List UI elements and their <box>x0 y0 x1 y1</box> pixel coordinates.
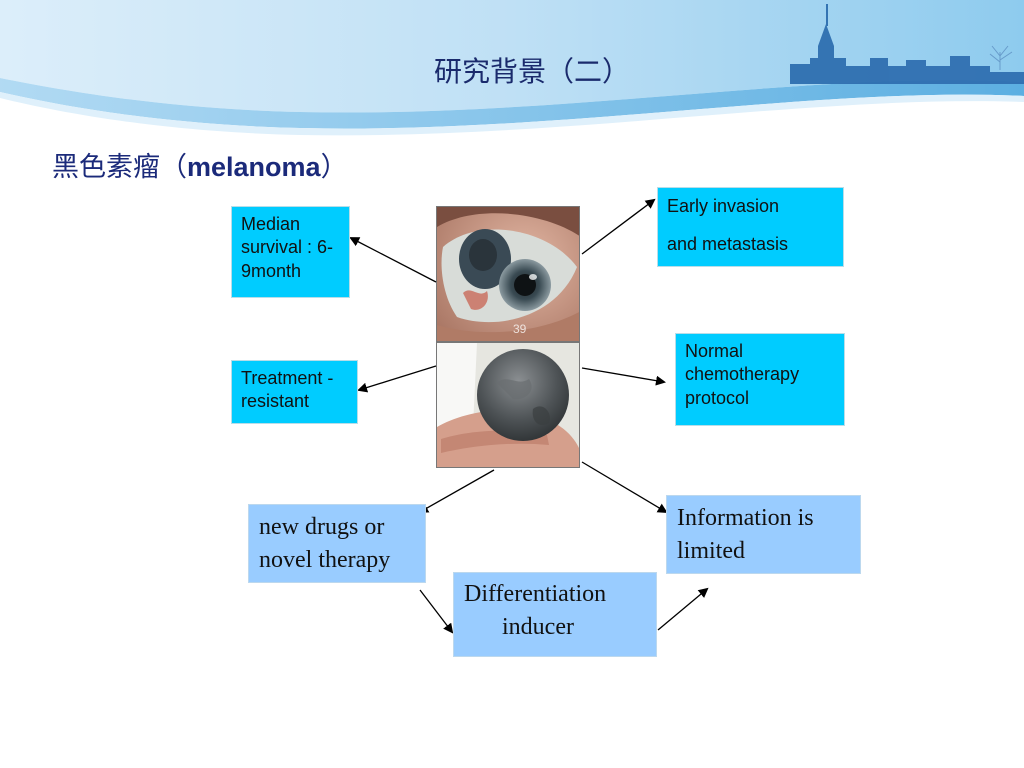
header-band <box>0 0 1024 136</box>
differentiation-line2: inducer <box>502 614 574 641</box>
eye-image: 39 <box>437 207 579 341</box>
arrow-to-differentiation <box>419 589 454 634</box>
tree-icon <box>989 45 1013 70</box>
treatment-resistant-box: Treatment -resistant <box>231 360 358 424</box>
arrow-to-early-invasion <box>581 198 656 255</box>
subtitle-en: melanoma <box>187 152 321 182</box>
tumor-image <box>437 343 579 467</box>
subtitle-cn: 黑色素瘤（ <box>52 152 187 183</box>
arrow-to-new-drugs <box>418 469 495 513</box>
information-limited-box: Information is limited <box>666 495 861 574</box>
early-invasion-line2: and metastasis <box>667 233 789 254</box>
median-survival-box: Median survival : 6-9month <box>231 206 350 298</box>
arrow-to-median-survival <box>349 237 437 283</box>
arrow-to-normal-chemo <box>581 367 666 386</box>
subtitle-close: ） <box>320 152 348 183</box>
new-drugs-text: new drugs or novel therapy <box>259 514 391 574</box>
arrow-from-differentiation <box>657 587 709 631</box>
early-invasion-box: Early invasion and metastasis <box>657 187 844 267</box>
eye-photo: 39 <box>436 206 580 342</box>
early-invasion-line1: Early invasion <box>667 196 780 216</box>
town-silhouette <box>790 4 1024 84</box>
slide-subtitle: 黑色素瘤（melanoma） <box>52 145 348 184</box>
normal-chemo-text: Normal chemotherapy protocol <box>685 341 800 408</box>
slide-title: 研究背景（二） <box>433 55 630 88</box>
information-limited-text: Information is limited <box>677 505 814 565</box>
differentiation-box: Differentiation inducer <box>453 572 657 657</box>
tumor-photo <box>436 342 580 468</box>
arrow-to-treatment-resistant <box>357 365 437 393</box>
median-survival-text: Median survival : 6-9month <box>241 214 334 281</box>
differentiation-line1: Differentiation <box>464 581 607 607</box>
normal-chemo-box: Normal chemotherapy protocol <box>675 333 845 426</box>
treatment-resistant-text: Treatment -resistant <box>241 368 334 412</box>
new-drugs-box: new drugs or novel therapy <box>248 504 426 583</box>
arrow-to-information-limited <box>581 461 668 514</box>
watermark-text: 39 <box>513 322 527 336</box>
